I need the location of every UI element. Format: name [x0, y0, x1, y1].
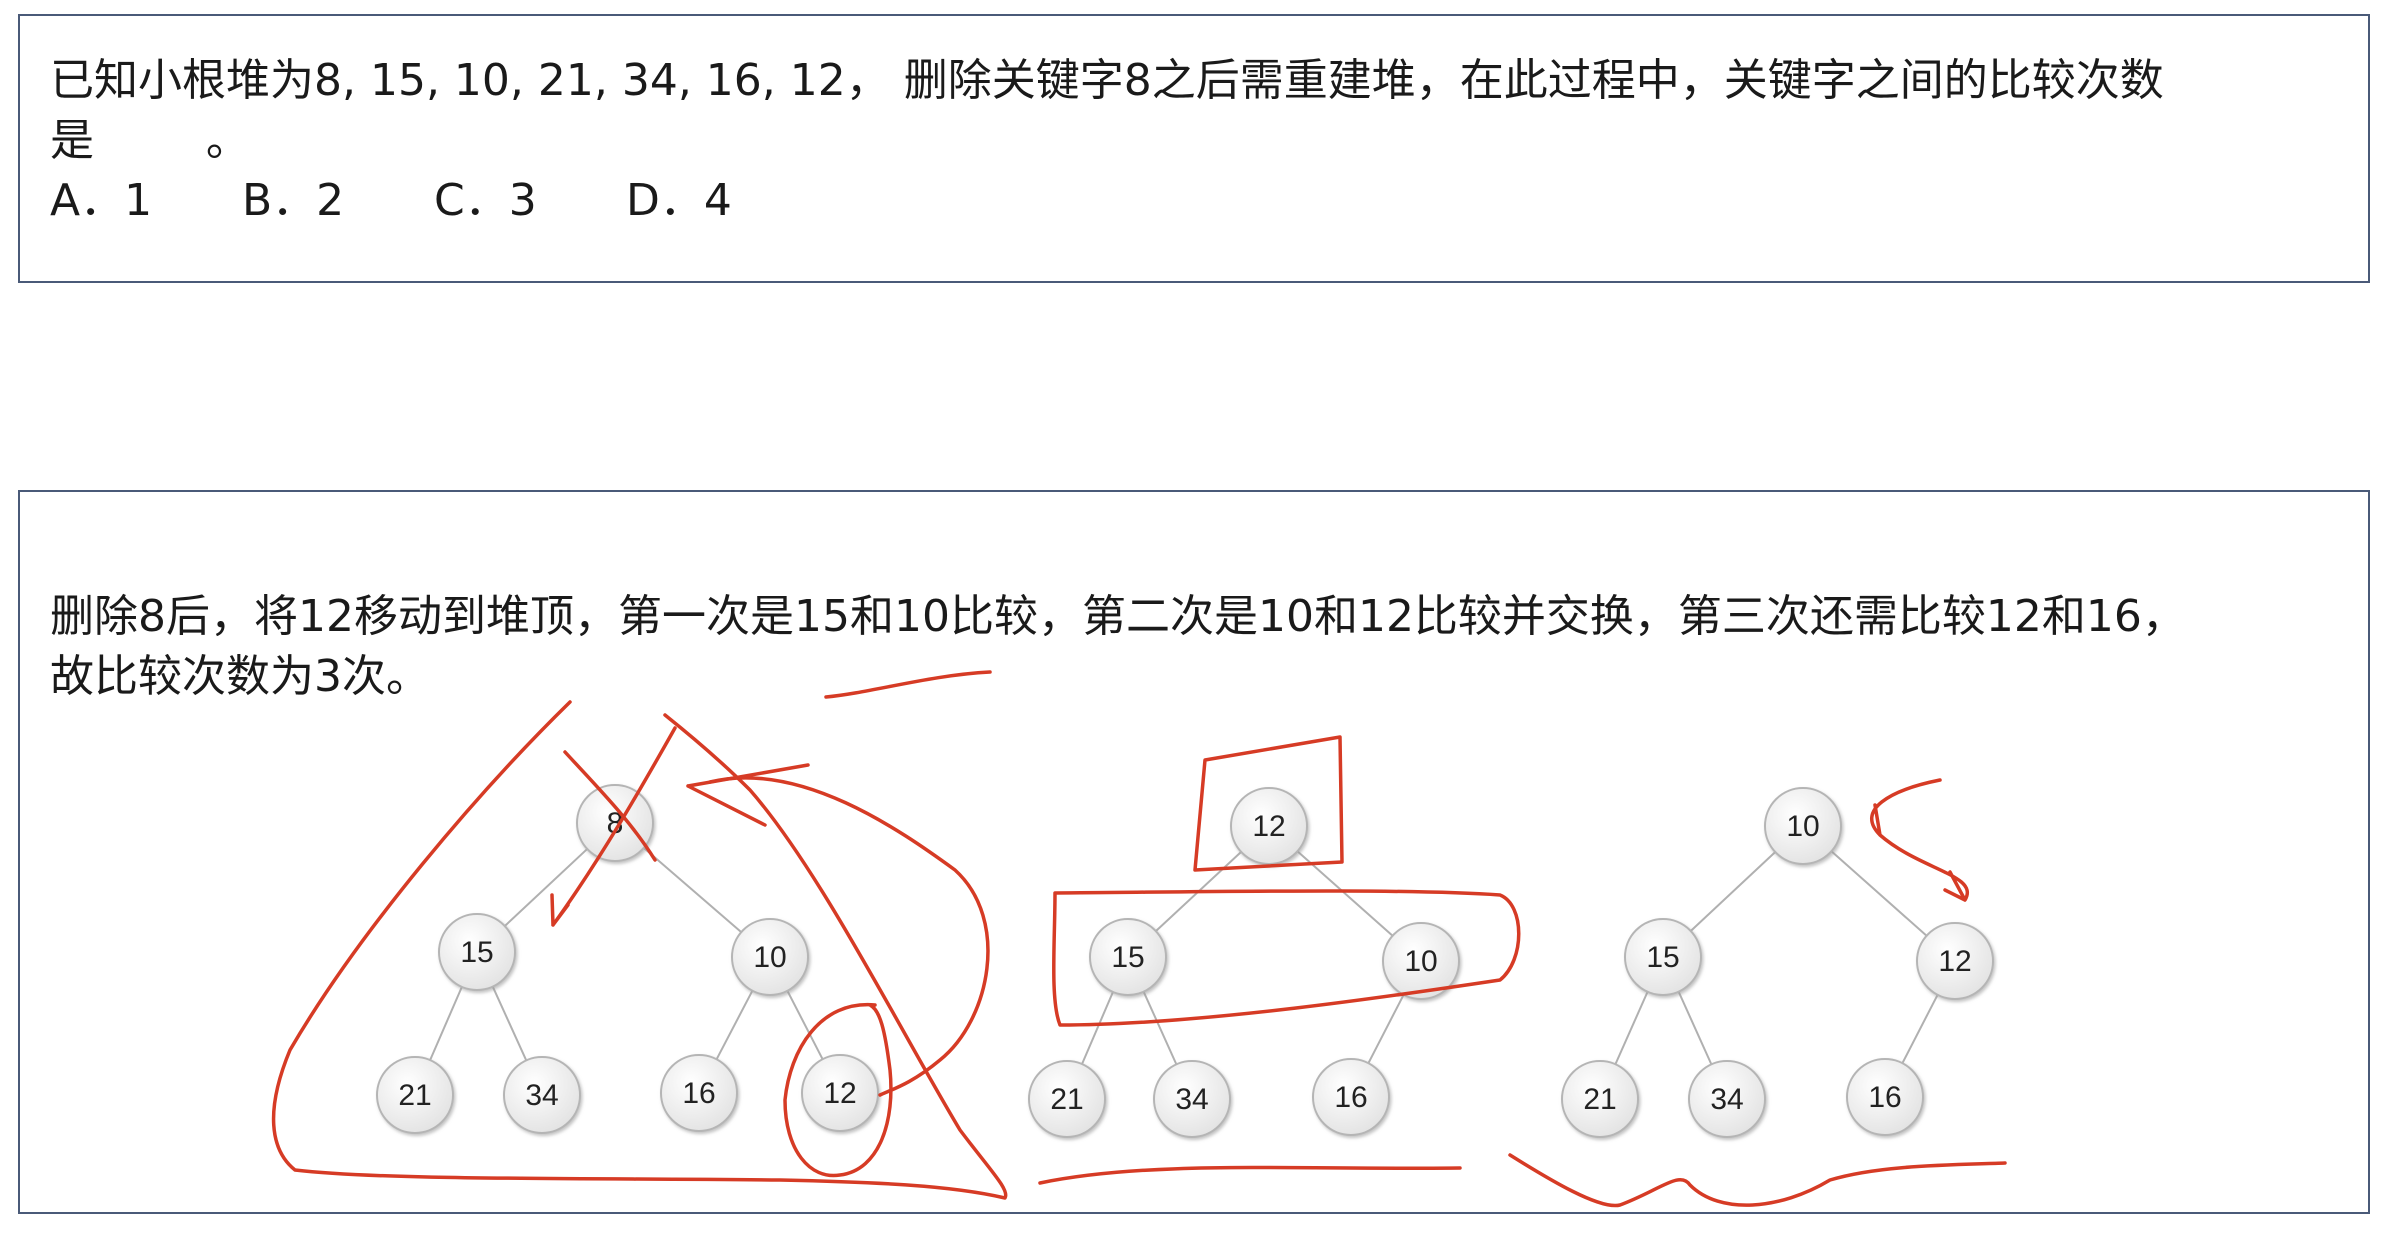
tree-final-edge	[1677, 991, 1713, 1065]
tree-step1-node-10: 10	[1382, 922, 1460, 1000]
node-circle	[1916, 922, 1994, 1000]
tree-original-node-15: 15	[438, 913, 516, 991]
tree-final-node-12: 12	[1916, 922, 1994, 1000]
node-label: 34	[1175, 1083, 1208, 1116]
node-circle	[1624, 918, 1702, 996]
node-circle	[1312, 1058, 1390, 1136]
annotation-arrowhead	[686, 763, 810, 827]
node-circle	[376, 1056, 454, 1134]
question-line-2: 是 。	[50, 115, 250, 166]
answer-line-2: 故比较次数为3次。	[50, 651, 430, 702]
node-label: 34	[525, 1079, 558, 1112]
tree-final-edge	[1830, 850, 1928, 937]
tree-final-node-16: 16	[1846, 1058, 1924, 1136]
node-circle	[1764, 787, 1842, 865]
annotation-box-children	[1052, 889, 1521, 1027]
tree-final-node-10: 10	[1764, 787, 1842, 865]
tree-original-node-16: 16	[660, 1054, 738, 1132]
node-label: 16	[682, 1077, 715, 1110]
tree-final-node-15: 15	[1624, 918, 1702, 996]
node-label: 8	[607, 807, 624, 840]
annotation-underline-right	[1508, 1153, 2007, 1208]
option-b: B．2	[242, 175, 345, 226]
tree-original-edge	[504, 848, 588, 927]
question-line-1: 已知小根堆为8, 15, 10, 21, 34, 16, 12， 删除关键字8之…	[50, 55, 2164, 106]
node-label: 12	[1252, 810, 1285, 843]
question-box: 已知小根堆为8, 15, 10, 21, 34, 16, 12， 删除关键字8之…	[18, 14, 2370, 283]
annotation-swap-arrow	[1870, 778, 1969, 902]
tree-original-node-10: 10	[731, 918, 809, 996]
node-circle	[801, 1054, 879, 1132]
tree-step1-edge	[1081, 991, 1114, 1065]
node-circle	[438, 913, 516, 991]
annotation-box-12	[1193, 735, 1344, 872]
node-label: 21	[398, 1079, 431, 1112]
tree-original-edge	[715, 990, 754, 1060]
node-circle	[1028, 1060, 1106, 1138]
annotation-underline-left	[1038, 1165, 1462, 1185]
annotation-loop	[708, 776, 990, 1097]
node-label: 16	[1334, 1081, 1367, 1114]
tree-final-node-21: 21	[1561, 1060, 1639, 1138]
answer-line-1: 删除8后，将12移动到堆顶，第一次是15和10比较，第二次是10和12比较并交换…	[50, 591, 2186, 642]
node-label: 21	[1583, 1083, 1616, 1116]
tree-final-edge	[1690, 851, 1776, 932]
tree-original-edge	[786, 990, 824, 1060]
node-label: 12	[1938, 945, 1971, 978]
node-label: 15	[1111, 941, 1144, 974]
tree-step1-node-21: 21	[1028, 1060, 1106, 1138]
option-d: D．4	[626, 175, 732, 226]
tree-original-node-8: 8	[576, 784, 654, 862]
tree-original-node-12: 12	[801, 1054, 879, 1132]
tree-step1-edge	[1367, 994, 1405, 1064]
node-circle	[1561, 1060, 1639, 1138]
annotation-arrow-to-15	[550, 726, 677, 927]
handwritten-annotations	[271, 670, 2007, 1208]
node-circle	[731, 918, 809, 996]
node-circle	[1089, 918, 1167, 996]
tree-step1-node-16: 16	[1312, 1058, 1390, 1136]
node-circle	[1846, 1058, 1924, 1136]
tree-step1-node-12: 12	[1230, 787, 1308, 865]
node-label: 15	[460, 936, 493, 969]
node-circle	[1153, 1060, 1231, 1138]
option-a: A．1	[50, 175, 153, 226]
tree-original-edge	[429, 986, 463, 1061]
node-label: 21	[1050, 1083, 1083, 1116]
tree-step1-node-34: 34	[1153, 1060, 1231, 1138]
node-label: 12	[823, 1077, 856, 1110]
tree-final-edge	[1901, 994, 1939, 1064]
tree-final-edge	[1614, 991, 1649, 1065]
tree-original-edge	[643, 847, 742, 933]
node-circle	[1230, 787, 1308, 865]
tree-step1-edge	[1296, 850, 1394, 937]
node-label: 34	[1710, 1083, 1743, 1116]
tree-original-node-21: 21	[376, 1056, 454, 1134]
tree-step1-node-15: 15	[1089, 918, 1167, 996]
node-label: 16	[1868, 1081, 1901, 1114]
node-circle	[660, 1054, 738, 1132]
node-label: 10	[753, 941, 786, 974]
tree-final-node-34: 34	[1688, 1060, 1766, 1138]
annotation-circle-12	[783, 1003, 893, 1178]
node-circle	[1382, 922, 1460, 1000]
tree-original-edge	[491, 986, 528, 1061]
node-label: 15	[1646, 941, 1679, 974]
tree-step1-edge	[1142, 991, 1178, 1065]
node-label: 10	[1404, 945, 1437, 978]
node-circle	[503, 1056, 581, 1134]
node-label: 10	[1786, 810, 1819, 843]
node-circle	[1688, 1060, 1766, 1138]
option-c: C．3	[434, 175, 537, 226]
tree-original-node-34: 34	[503, 1056, 581, 1134]
annotation-strike-8	[563, 750, 657, 862]
annotation-underline	[824, 670, 992, 699]
node-circle	[576, 784, 654, 862]
annotation-big-triangle	[271, 700, 1008, 1200]
